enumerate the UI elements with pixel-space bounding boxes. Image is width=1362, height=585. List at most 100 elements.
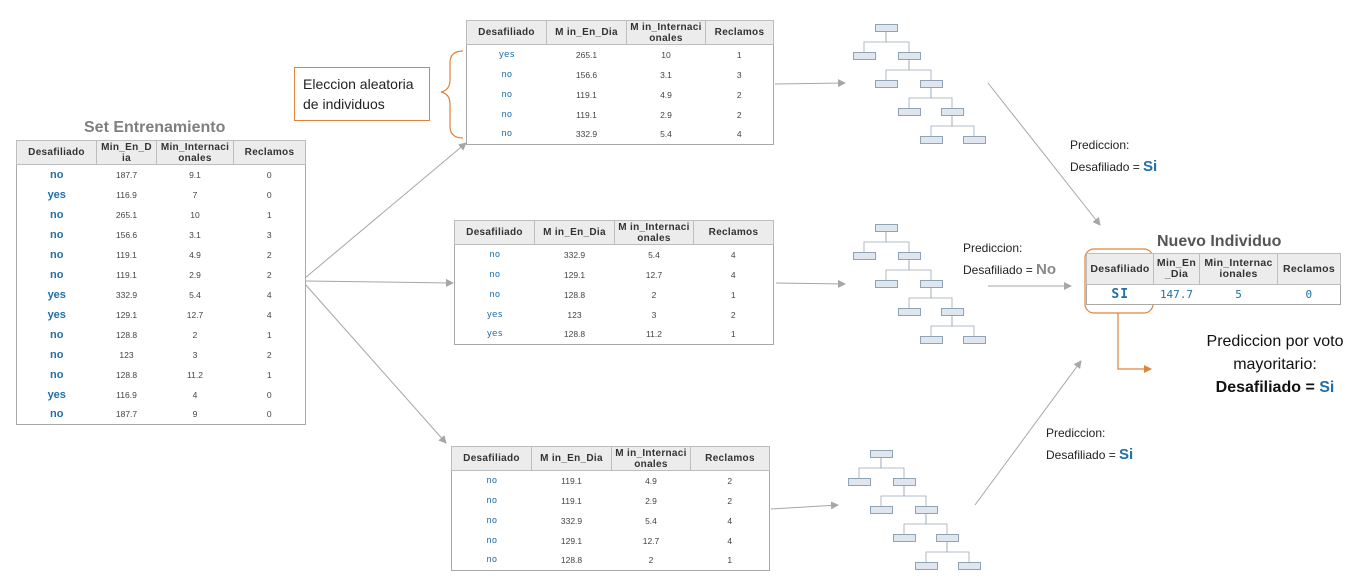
column-header: Min_En _Dia	[1153, 253, 1200, 285]
table-cell: 11.2	[187, 369, 203, 380]
table-cell: 129.1	[560, 535, 583, 546]
table-cell: 119.1	[576, 109, 597, 120]
tree-node	[893, 534, 916, 542]
tree-node	[853, 252, 876, 260]
table-cell: 0	[266, 409, 272, 420]
table-cell: 5.4	[648, 249, 660, 260]
table-cell: 0	[266, 389, 272, 400]
tree-node	[893, 478, 916, 486]
table-cell: 156.6	[575, 69, 598, 80]
tree-node	[920, 80, 943, 88]
column-header: Reclamos	[705, 20, 774, 45]
column-header: M in_En_Dia	[546, 20, 627, 45]
tree-node	[920, 336, 943, 344]
tree-node	[920, 280, 943, 288]
table-cell: 4	[192, 389, 198, 400]
table-cell: no	[50, 228, 64, 241]
table-cell: 147.7	[1159, 288, 1194, 301]
table-cell: 2.9	[660, 109, 672, 120]
table-cell: 119.1	[116, 269, 137, 280]
tree-edge	[880, 486, 905, 506]
table-cell: yes	[47, 288, 66, 301]
column-header: Reclamos	[690, 446, 770, 471]
table-cell: yes	[486, 309, 503, 320]
table-cell: 156.6	[115, 229, 138, 240]
table-cell: 7	[192, 189, 198, 200]
prediction-tree-2: Prediccion: Desafiliado = No	[963, 241, 1057, 278]
tree-node	[870, 506, 893, 514]
table-cell: 2.9	[189, 269, 201, 280]
column-header: Desafiliado	[16, 140, 97, 165]
table-cell: no	[501, 69, 513, 80]
table-cell: no	[50, 408, 64, 421]
table-cell: 1	[730, 329, 736, 340]
table-cell: 265.1	[575, 49, 598, 60]
table-cell: 2	[736, 109, 742, 120]
tree-edge	[908, 260, 932, 280]
table-cell: 119.1	[576, 89, 597, 100]
column-header: M in_En_Dia	[534, 220, 615, 245]
table-cell: no	[486, 475, 498, 486]
tree-edges	[863, 232, 975, 336]
column-header: Min_En_D ia	[96, 140, 157, 165]
arrow-to-tree-1	[774, 79, 846, 88]
tree-edge	[885, 32, 910, 52]
table-cell: 2	[736, 89, 742, 100]
tree-node	[898, 108, 921, 116]
column-header: M in_Internaci onales	[626, 20, 706, 45]
table-cell: 123	[567, 309, 582, 320]
table-cell: 2	[730, 309, 736, 320]
decision-tree-1	[845, 22, 995, 150]
arrow-tree1-to-new	[987, 82, 1101, 226]
tree-edge	[925, 542, 948, 562]
table-cell: 1	[730, 289, 736, 300]
table-cell: 4	[730, 249, 736, 260]
table-cell: 2	[266, 349, 272, 360]
table-cell: 1	[266, 329, 272, 340]
training-set-title: Set Entrenamiento	[84, 119, 226, 136]
tree-node	[941, 108, 964, 116]
table-cell: 4.9	[189, 249, 201, 260]
table-cell: 332.9	[115, 289, 138, 300]
tree-edges	[858, 458, 970, 562]
tree-node	[898, 252, 921, 260]
table-cell: 9.1	[189, 169, 201, 180]
tree-edge	[908, 60, 932, 80]
tree-node	[936, 534, 959, 542]
tree-edge	[903, 486, 927, 506]
tree-edge	[863, 32, 887, 52]
table-cell: 129.1	[115, 309, 138, 320]
table-cell: 2	[192, 329, 198, 340]
tree-edge	[903, 514, 927, 534]
tree-edge	[885, 232, 910, 252]
tree-root-node	[875, 24, 898, 32]
tree-node	[853, 52, 876, 60]
table-cell: yes	[47, 188, 66, 201]
table-cell: 119.1	[116, 249, 137, 260]
tree-node	[898, 52, 921, 60]
table-cell: 116.9	[116, 389, 137, 400]
tree-node	[958, 562, 981, 570]
table-cell: 5.4	[189, 289, 201, 300]
table-cell: 3	[266, 229, 272, 240]
arrow-to-sample-1	[304, 142, 467, 279]
table-cell: no	[501, 109, 513, 120]
arrow-to-vote	[1117, 313, 1152, 373]
table-cell: no	[486, 535, 498, 546]
tree-edge	[930, 316, 953, 336]
table-cell: no	[50, 208, 64, 221]
table-cell: 119.1	[561, 495, 582, 506]
table-cell: 5.4	[645, 515, 657, 526]
